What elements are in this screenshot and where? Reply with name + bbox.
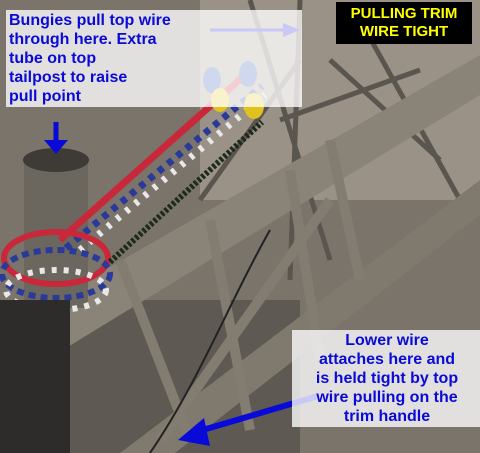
lower-longeron: [120, 180, 480, 453]
title-badge: PULLING TRIM WIRE TIGHT: [336, 2, 472, 44]
bungies-annotation: Bungies pull top wire through here. Extr…: [6, 10, 302, 107]
top-wire-spring: [107, 119, 265, 265]
bungee-coil: [0, 229, 113, 313]
lower-wire: [149, 229, 271, 453]
main-longeron: [0, 55, 480, 370]
sticker-label: [0, 300, 70, 453]
arrow-down-to-tube: [44, 122, 68, 154]
tailpost-opening: [23, 148, 89, 172]
lower-wire-annotation: Lower wire attaches here and is held tig…: [292, 330, 480, 427]
cross-tubes: [115, 138, 365, 443]
